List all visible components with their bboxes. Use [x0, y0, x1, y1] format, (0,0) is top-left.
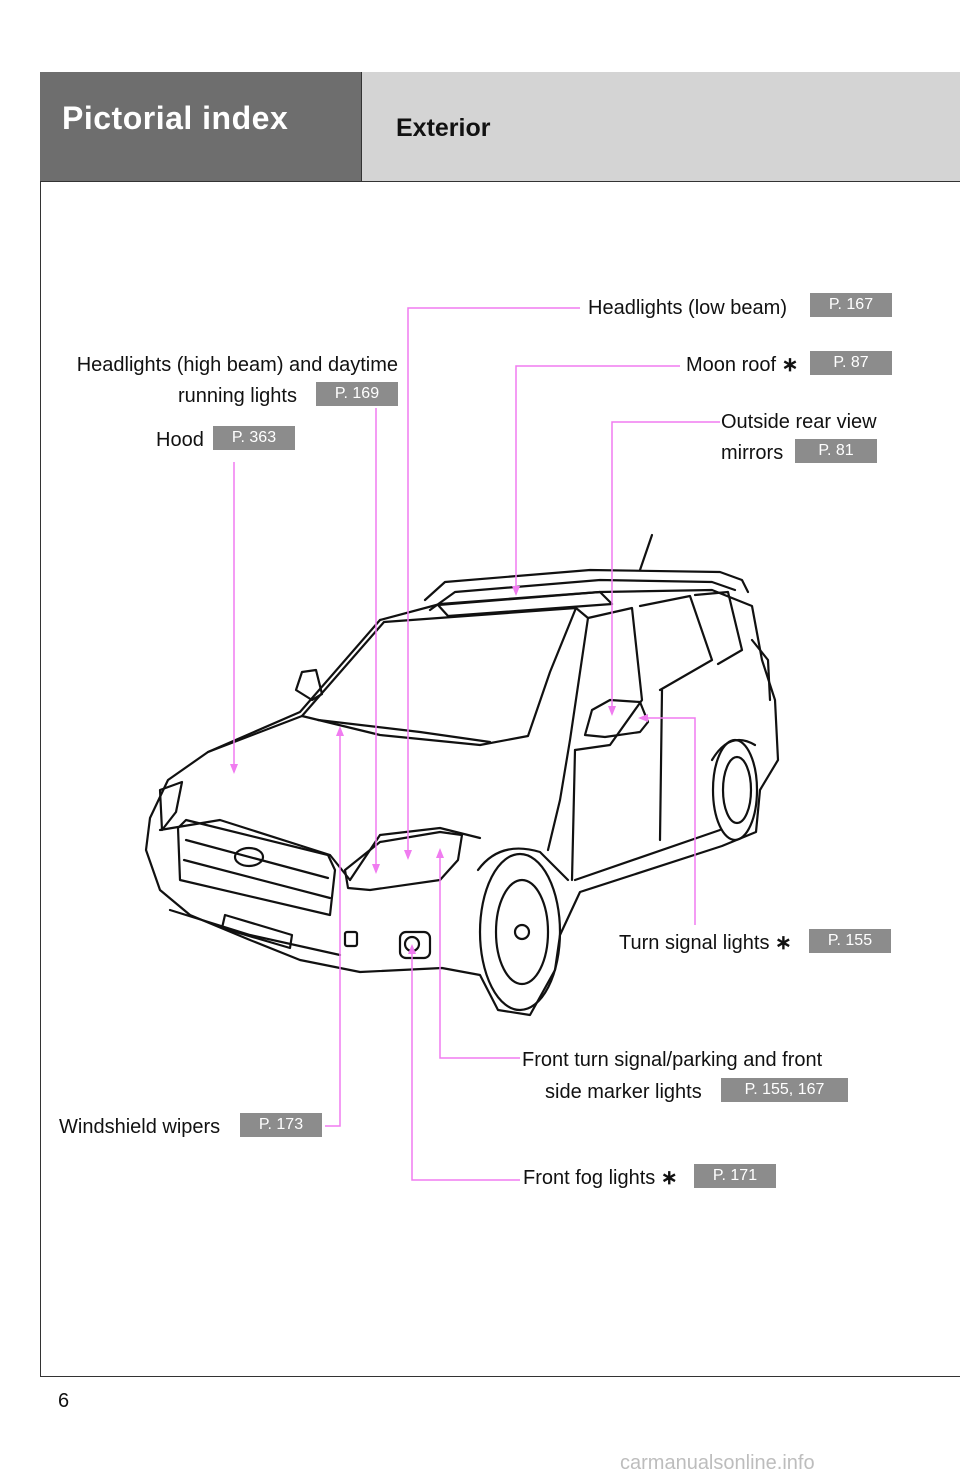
turn-signal-page-tag[interactable]: P. 155	[809, 929, 891, 953]
asterisk-icon: ∗	[660, 1167, 678, 1189]
front-turn-page-tag[interactable]: P. 155, 167	[721, 1078, 848, 1102]
headlights-low-page-tag[interactable]: P. 167	[810, 293, 892, 317]
page-number: 6	[58, 1390, 70, 1412]
front-turn-label-line2: side marker lights	[545, 1081, 702, 1103]
turn-signal-label: Turn signal lights ∗	[619, 932, 792, 954]
mirrors-page-tag[interactable]: P. 81	[795, 439, 877, 463]
moon-roof-label: Moon roof ∗	[686, 354, 799, 376]
wipers-page-tag[interactable]: P. 173	[240, 1113, 322, 1137]
mirrors-label-line2: mirrors	[721, 442, 784, 464]
moon-roof-page-tag[interactable]: P. 87	[810, 351, 892, 375]
hood-label: Hood	[156, 429, 204, 451]
section-subtitle: Exterior	[396, 114, 491, 142]
wipers-label: Windshield wipers	[59, 1116, 221, 1138]
front-turn-label-line1: Front turn signal/parking and front	[522, 1049, 823, 1071]
fog-page-tag[interactable]: P. 171	[694, 1164, 776, 1188]
header-tab-dark	[40, 72, 362, 182]
asterisk-icon: ∗	[775, 932, 792, 954]
headlights-high-label-line2: running lights	[178, 385, 297, 407]
asterisk-icon: ∗	[781, 354, 799, 376]
hood-page-tag[interactable]: P. 363	[213, 426, 295, 450]
watermark: carmanualsonline.info	[620, 1452, 815, 1474]
fog-label: Front fog lights ∗	[523, 1167, 678, 1189]
headlights-high-page-tag[interactable]: P. 169	[316, 382, 398, 406]
section-title: Pictorial index	[62, 100, 289, 136]
headlights-high-label-line1: Headlights (high beam) and daytime	[76, 354, 398, 376]
header-band-light	[362, 72, 960, 182]
mirrors-label-line1: Outside rear view	[721, 411, 877, 433]
headlights-low-label: Headlights (low beam)	[588, 297, 787, 319]
